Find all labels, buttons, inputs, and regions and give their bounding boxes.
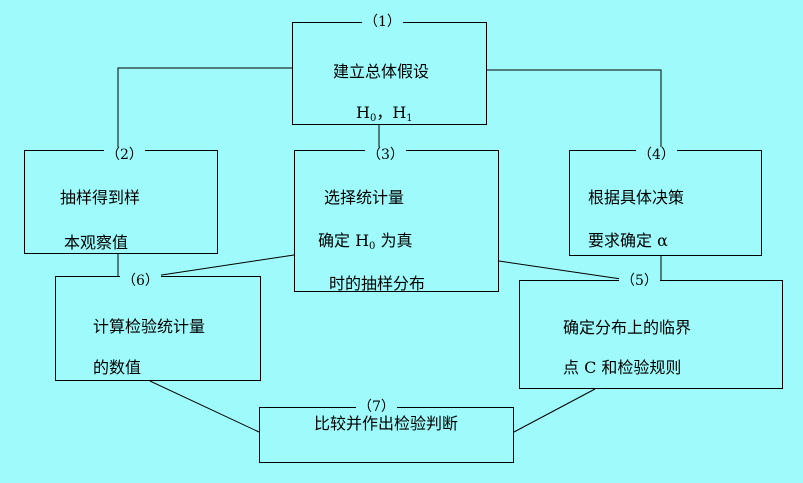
node-2-number: （2）: [104, 147, 145, 163]
node-5-line1: 确定分布上的临界: [563, 318, 692, 337]
node-3-box: [294, 150, 499, 292]
node-4-line1: 根据具体决策: [588, 188, 685, 207]
node-1-hypotheses: H0，H1: [356, 103, 413, 124]
connector-6-7: [149, 380, 260, 433]
node-3-line2: 确定 H0 为真: [318, 231, 413, 252]
node-3-line1: 选择统计量: [324, 188, 405, 207]
node-3-number: （3）: [365, 147, 406, 163]
connector-1-4: [487, 69, 662, 150]
node-4-number: （4）: [636, 147, 677, 163]
node-7-number: （7）: [356, 399, 397, 415]
node-7-line1: 比较并作出检验判断: [314, 414, 459, 433]
node-4-line2: 要求确定 α: [588, 231, 668, 250]
connector-1-2: [117, 67, 292, 150]
node-1-number: （1）: [362, 14, 403, 30]
node-6-number: （6）: [120, 273, 161, 289]
connector-3-6: [154, 254, 295, 277]
node-1-title: 建立总体假设: [333, 62, 430, 81]
node-5-number: （5）: [619, 273, 660, 289]
node-2-line2: 本观察值: [64, 233, 129, 252]
node-6-line2: 的数值: [93, 358, 142, 377]
node-5-line2: 点 C 和检验规则: [563, 358, 682, 377]
node-3-line3: 时的抽样分布: [329, 274, 426, 293]
connector-3-5: [498, 260, 629, 281]
node-6-line1: 计算检验统计量: [93, 317, 206, 336]
node-2-line1: 抽样得到样: [60, 188, 141, 207]
connector-5-7: [513, 388, 596, 433]
